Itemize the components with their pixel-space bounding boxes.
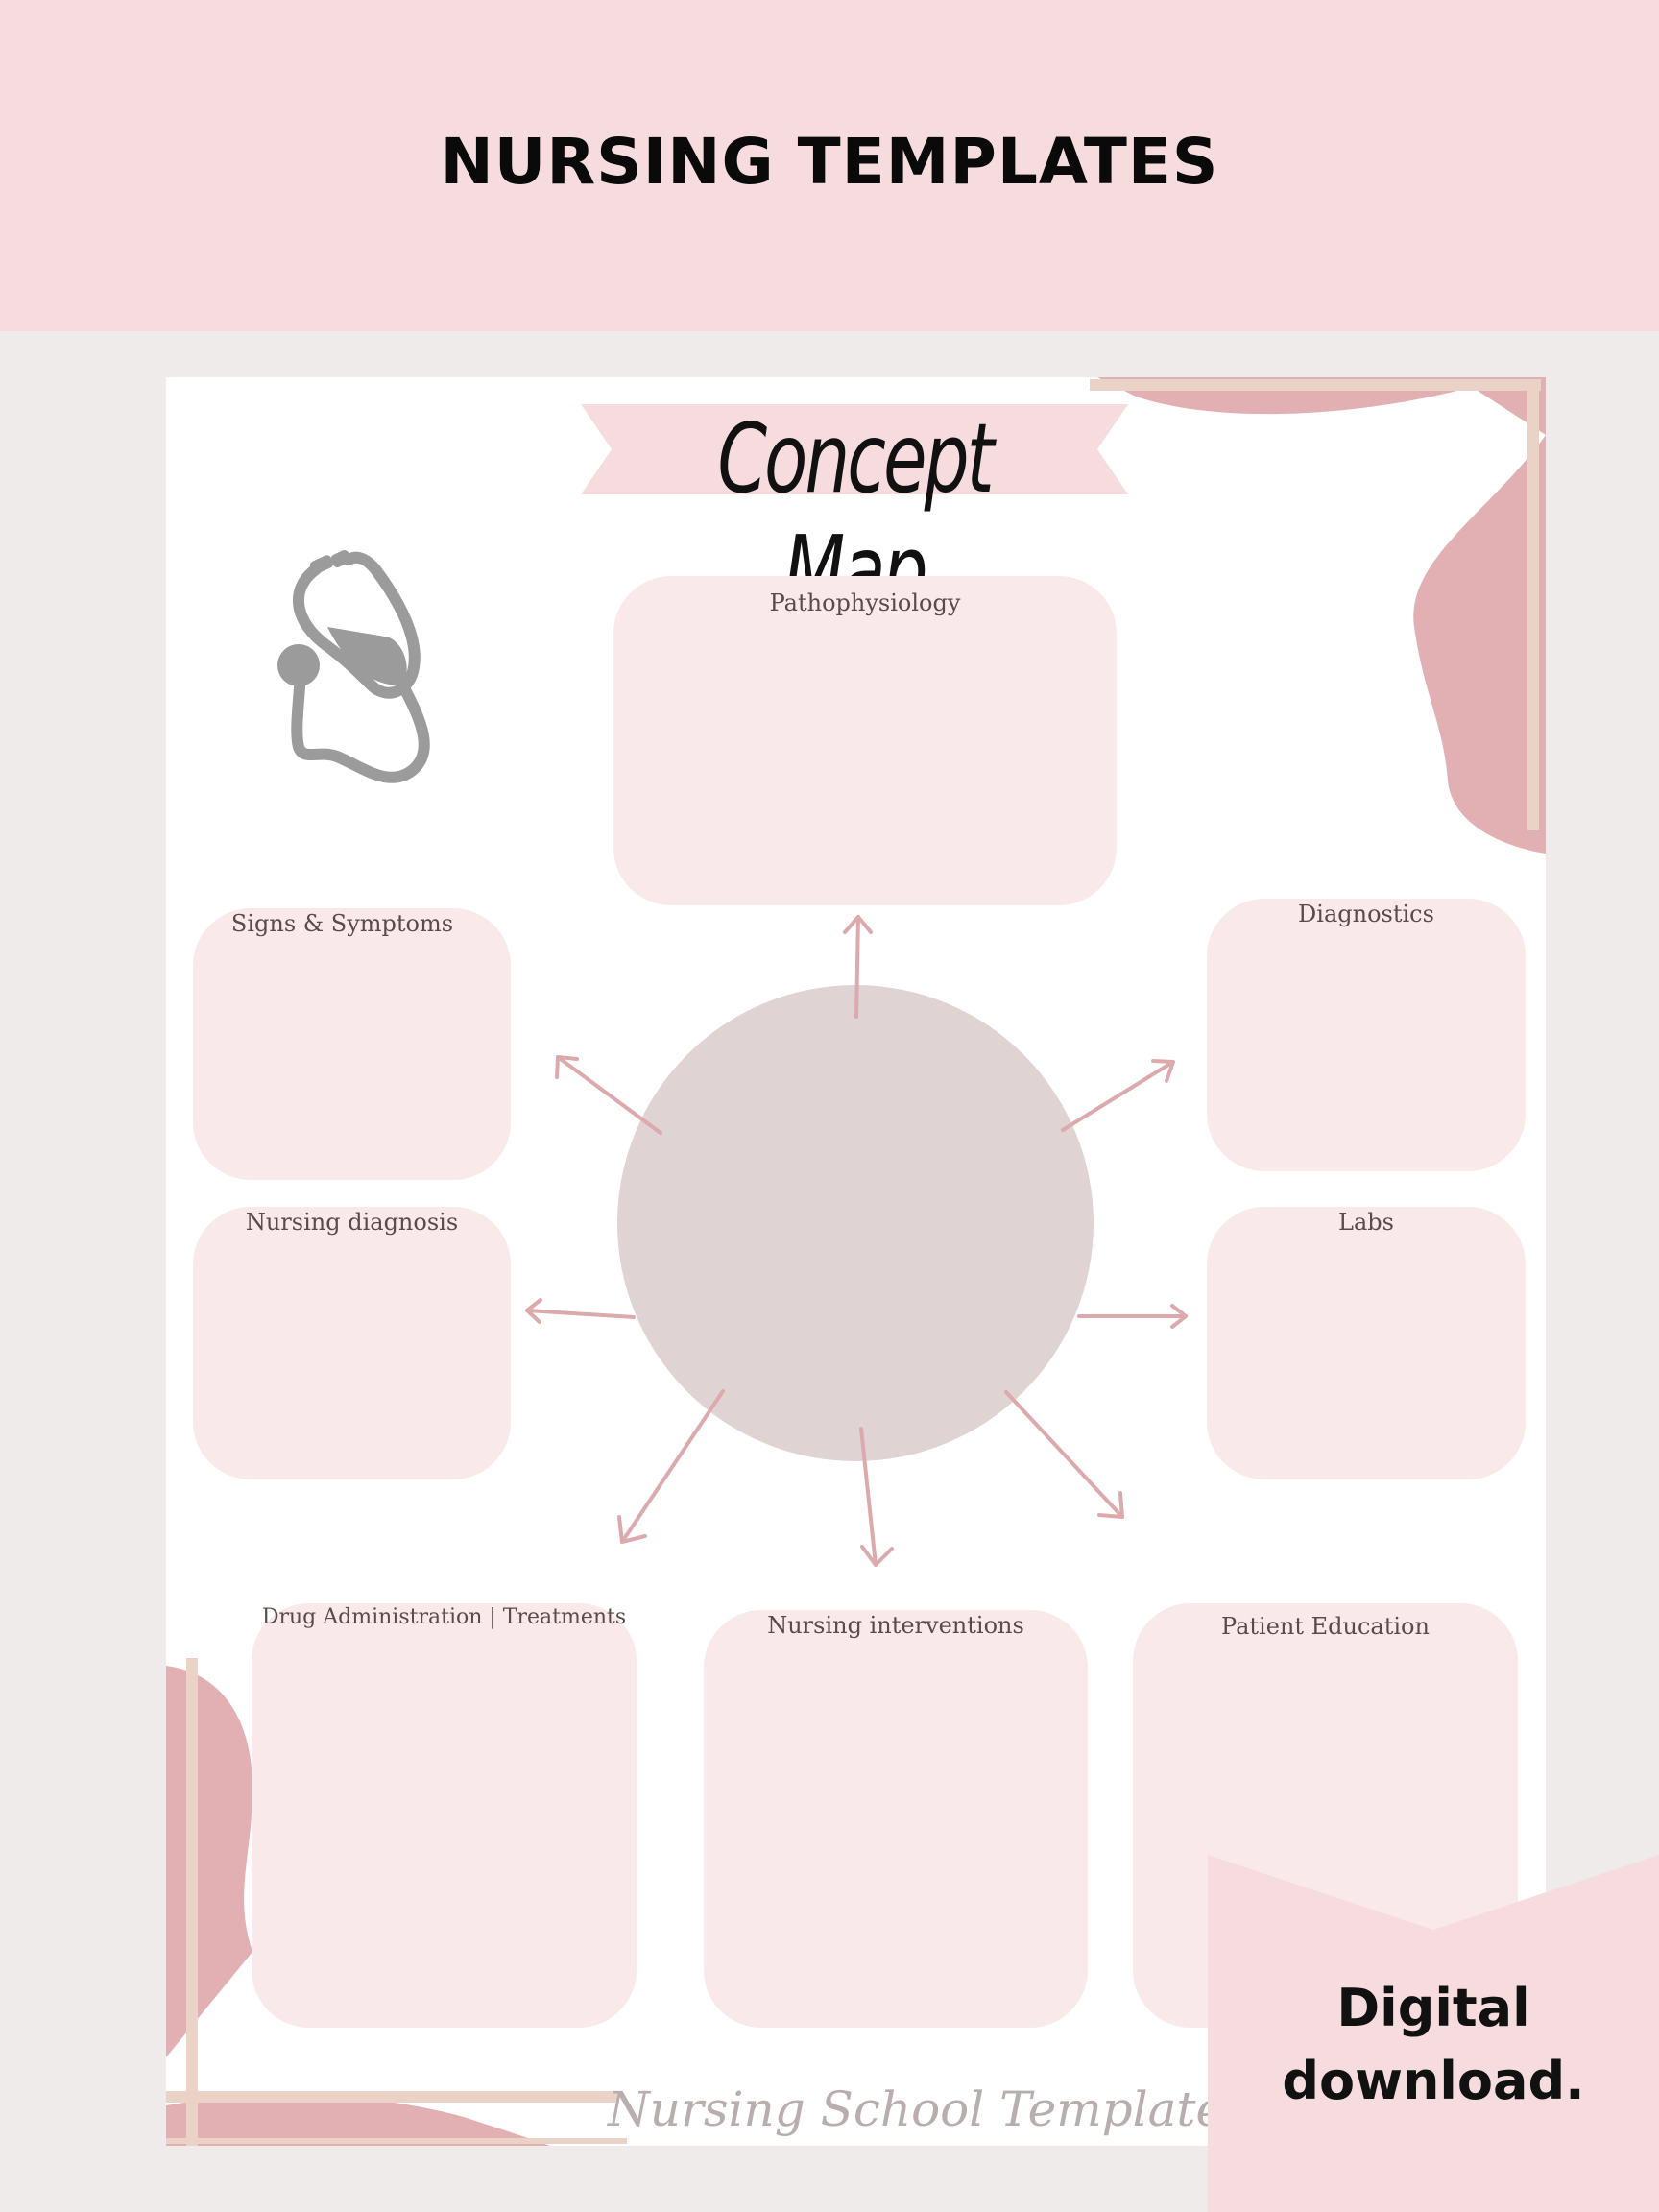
diagnostics-box[interactable]: Diagnostics: [1207, 899, 1526, 1171]
arrow-up: [843, 915, 873, 1019]
diagnostics-label: Diagnostics: [1298, 901, 1434, 927]
arrow-upper-right: [1061, 1059, 1175, 1132]
arrow-right: [1077, 1304, 1188, 1329]
arrow-left: [525, 1298, 636, 1324]
concept-map-sheet: Concept Map Pathophysiology Signs & Symp…: [166, 377, 1546, 2146]
footer-script-text: Nursing School Template: [608, 2081, 1225, 2137]
nursing-interventions-label: Nursing interventions: [767, 1612, 1024, 1639]
badge-text: Digital download.: [1208, 1972, 1659, 2118]
patient-education-label: Patient Education: [1221, 1613, 1430, 1640]
badge-line-2: download.: [1282, 2051, 1585, 2111]
pathophysiology-label: Pathophysiology: [769, 589, 961, 616]
labs-box[interactable]: Labs: [1207, 1207, 1526, 1479]
arrow-down: [859, 1427, 894, 1567]
badge-line-1: Digital: [1336, 1978, 1530, 2038]
top-banner: NURSING TEMPLATES: [0, 0, 1659, 331]
nursing-diagnosis-label: Nursing diagnosis: [245, 1209, 459, 1236]
arrow-upper-left: [555, 1055, 662, 1135]
drug-administration-box[interactable]: Drug Administration | Treatments: [252, 1603, 637, 2028]
ribbon-shape: [581, 404, 1128, 494]
signs-symptoms-box[interactable]: Signs & Symptoms: [193, 908, 511, 1180]
signs-symptoms-label: Signs & Symptoms: [230, 910, 454, 937]
arrow-down-right: [1004, 1390, 1124, 1519]
nursing-interventions-box[interactable]: Nursing interventions: [704, 1610, 1088, 2028]
nursing-diagnosis-box[interactable]: Nursing diagnosis: [193, 1207, 511, 1479]
labs-label: Labs: [1338, 1209, 1394, 1236]
arrow-down-left: [617, 1389, 725, 1544]
drug-administration-label: Drug Administration | Treatments: [261, 1605, 627, 1629]
stethoscope-icon: [277, 550, 430, 783]
connector-arrows: [525, 915, 1188, 1567]
banner-title: NURSING TEMPLATES: [440, 125, 1219, 199]
central-concept-circle[interactable]: [617, 985, 1094, 1461]
corner-decorations: [166, 377, 1546, 2146]
badge-shape: [1208, 1855, 1659, 2212]
pathophysiology-box[interactable]: Pathophysiology: [613, 576, 1117, 905]
digital-download-badge: Digital download.: [1208, 1855, 1659, 2212]
